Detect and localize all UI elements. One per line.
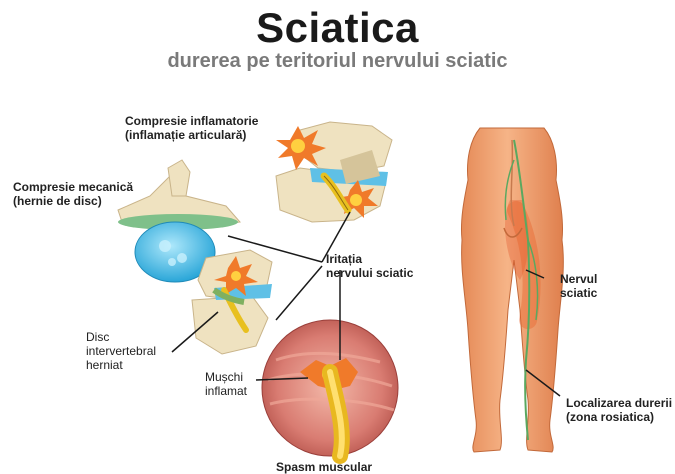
label-sciatic-nerve: Nervul sciatic: [560, 272, 597, 300]
label-nerve-irritation: Iritația nervului sciatic: [326, 252, 413, 280]
lower-vertebra-illustration: [118, 160, 272, 354]
muscle-spasm-illustration: [262, 320, 398, 456]
upper-vertebra-illustration: [276, 122, 392, 222]
label-mechanical-compression: Compresie mecanică (hernie de disc): [13, 180, 133, 208]
label-pain-location: Localizarea durerii (zona rosiatica): [566, 396, 672, 424]
label-inflammatory-compression: Compresie inflamatorie (inflamație artic…: [125, 114, 258, 142]
label-herniated-disc: Disc intervertebral herniat: [86, 330, 156, 372]
body-figure-illustration: [461, 128, 563, 452]
label-muscle-spasm: Spasm muscular: [276, 460, 372, 474]
label-inflamed-muscles: Mușchi inflamat: [205, 370, 247, 398]
